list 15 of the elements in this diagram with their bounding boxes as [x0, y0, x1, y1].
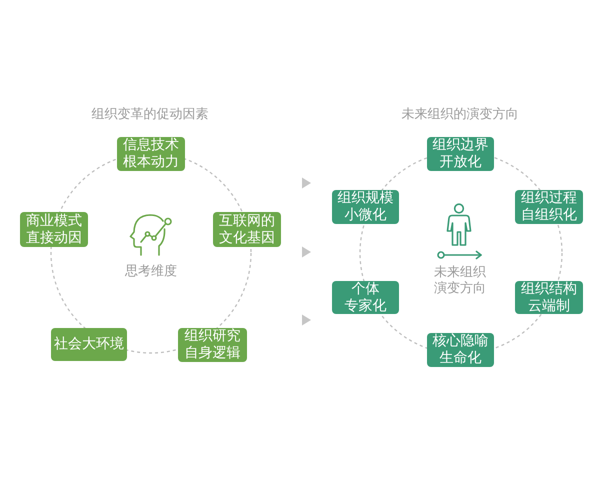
- trend-box: 组织边界开放化: [427, 137, 494, 171]
- trend-box: 组织规模小微化: [332, 190, 399, 224]
- factor-box: 互联网的文化基因: [213, 212, 281, 247]
- section-heading: 组织变革的促动因素: [92, 107, 208, 123]
- trend-box: 个体专家化: [332, 281, 399, 314]
- factor-box: 商业模式直接动因: [20, 212, 88, 247]
- trend-box: 组织结构云端制: [515, 281, 583, 314]
- trend-box: 组织过程自组织化: [515, 190, 583, 224]
- center-label: 未来组织演变方向: [434, 265, 486, 297]
- trend-box: 核心隐喻生命化: [427, 333, 494, 367]
- factor-box: 社会大环境: [51, 328, 127, 361]
- factor-box: 组织研究自身逻辑: [178, 328, 247, 362]
- section-heading: 未来组织的演变方向: [402, 107, 518, 123]
- factor-box: 信息技术根本动力: [117, 137, 185, 171]
- center-label: 思考维度: [125, 264, 177, 280]
